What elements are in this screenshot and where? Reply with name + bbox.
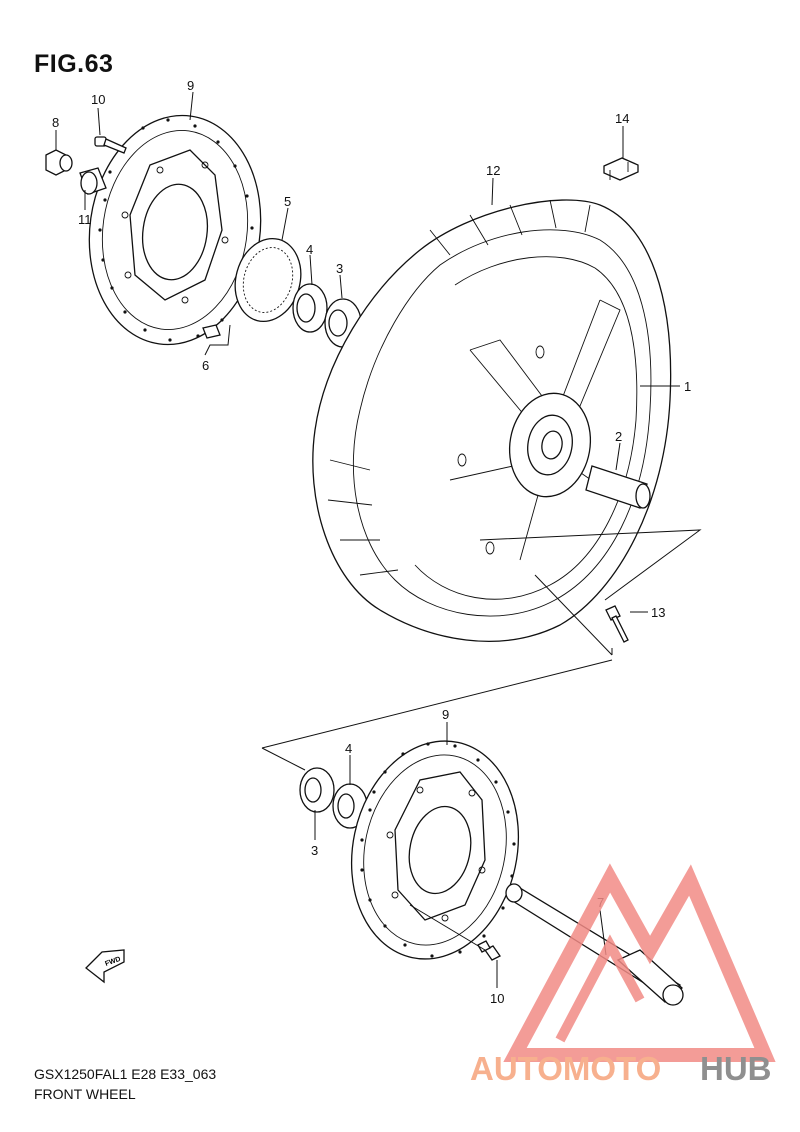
- callout-14: 14: [615, 111, 629, 126]
- callout-4-upper: 4: [306, 242, 313, 257]
- front-axle-7[interactable]: [505, 883, 684, 1006]
- callout-12: 12: [486, 163, 500, 178]
- callout-5: 5: [284, 194, 291, 209]
- leader-lines: [55, 91, 702, 988]
- callout-9-lower: 9: [442, 707, 449, 722]
- callout-9-upper: 9: [187, 78, 194, 93]
- abs-sensor-ring[interactable]: [226, 231, 310, 329]
- bearing-4-upper[interactable]: [292, 283, 328, 333]
- callout-2: 2: [615, 429, 622, 444]
- spacer-2[interactable]: [585, 465, 651, 509]
- callout-10-upper: 10: [91, 92, 105, 107]
- fwd-arrow-icon: FWD: [85, 949, 125, 984]
- callout-3-upper: 3: [336, 261, 343, 276]
- front-wheel-tire[interactable]: [312, 199, 672, 642]
- figure-name: FRONT WHEEL: [34, 1086, 136, 1102]
- disc-bolt-upper[interactable]: [94, 136, 127, 154]
- watermark-text-part1: AUTOMOTO: [470, 1050, 661, 1087]
- watermark-logo: [503, 863, 776, 1062]
- bearing-3-lower[interactable]: [299, 767, 335, 813]
- nut-8[interactable]: [45, 149, 73, 176]
- ring-screw-6[interactable]: [202, 324, 221, 339]
- callout-13: 13: [651, 605, 665, 620]
- callout-4-lower: 4: [345, 741, 352, 756]
- figure-title: FIG.63: [34, 50, 114, 78]
- brake-disc-lower[interactable]: [332, 725, 538, 974]
- callout-6: 6: [202, 358, 209, 373]
- callout-3-lower: 3: [311, 843, 318, 858]
- callout-1: 1: [684, 379, 691, 394]
- callout-10-lower: 10: [490, 991, 504, 1006]
- figure-code: GSX1250FAL1 E28 E33_063: [34, 1066, 217, 1082]
- callout-8: 8: [52, 115, 59, 130]
- callout-11: 11: [78, 212, 92, 227]
- disc-bolt-lower[interactable]: [477, 940, 501, 961]
- tire-valve-13[interactable]: [605, 605, 629, 643]
- watermark-text-part2: HUB: [700, 1050, 772, 1087]
- collar-11[interactable]: [79, 167, 107, 195]
- balance-weight-14[interactable]: [603, 157, 639, 181]
